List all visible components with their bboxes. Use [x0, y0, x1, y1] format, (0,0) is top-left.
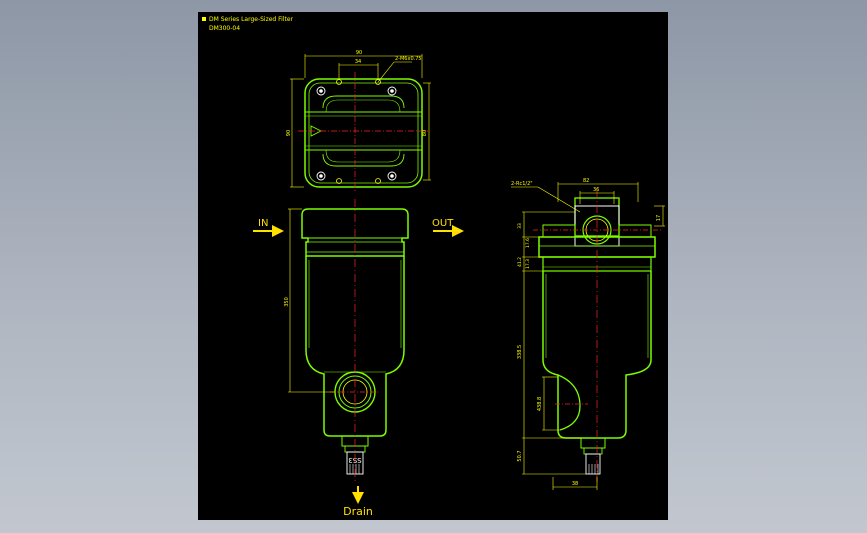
dim-side-body: 338.5: [517, 345, 523, 359]
dim-side-bottom: 50.7: [517, 450, 523, 461]
out-label: OUT: [432, 218, 454, 229]
dim-side-left-1: 33: [517, 223, 523, 229]
dim-side-left-4: 41.2: [517, 257, 523, 267]
dim-side-ports: 2-Rc1/2": [511, 181, 533, 187]
dim-front-height: 350: [284, 297, 290, 307]
dim-top-width: 90: [356, 50, 362, 56]
dim-side-port-dia: 438.8: [537, 397, 543, 411]
dim-side-right-small: 17: [656, 215, 662, 221]
dim-top-bolt-spacing: 34: [355, 59, 361, 65]
dim-top-height-left: 90: [286, 130, 292, 136]
title-model: DM300-04: [209, 25, 240, 32]
dim-side-left-2: 17.6: [525, 238, 531, 248]
side-view: 82 36 2-Rc1/2" 17 33 17.6 17.3 41.2 338.…: [511, 178, 665, 490]
in-label: IN: [258, 218, 268, 229]
mounting-holes: [316, 79, 397, 184]
flow-indicators: IN OUT Drain: [253, 218, 464, 518]
front-head: [301, 208, 409, 257]
top-view: 90 34 2-M6x0.75 90 80: [286, 50, 431, 192]
dim-top-height-right: 80: [422, 130, 428, 136]
dim-top-holes: 2-M6x0.75: [395, 56, 422, 62]
top-view-outline: [304, 78, 423, 188]
cad-drawing: DM Series Large-Sized Filter DM300-04: [202, 16, 665, 518]
drain-label: Drain: [343, 505, 373, 518]
dim-side-base-width: 38: [572, 481, 578, 487]
drawing-sheet: DM Series Large-Sized Filter DM300-04: [198, 12, 668, 520]
dim-side-inner-width: 36: [593, 187, 599, 193]
title-block: DM Series Large-Sized Filter DM300-04: [202, 16, 294, 32]
title-bullet: [202, 17, 206, 21]
front-view: SS3 350: [284, 199, 409, 482]
dim-side-left-3: 17.3: [525, 259, 531, 269]
title-series: DM Series Large-Sized Filter: [209, 16, 294, 23]
dim-side-top-width: 82: [583, 178, 589, 184]
